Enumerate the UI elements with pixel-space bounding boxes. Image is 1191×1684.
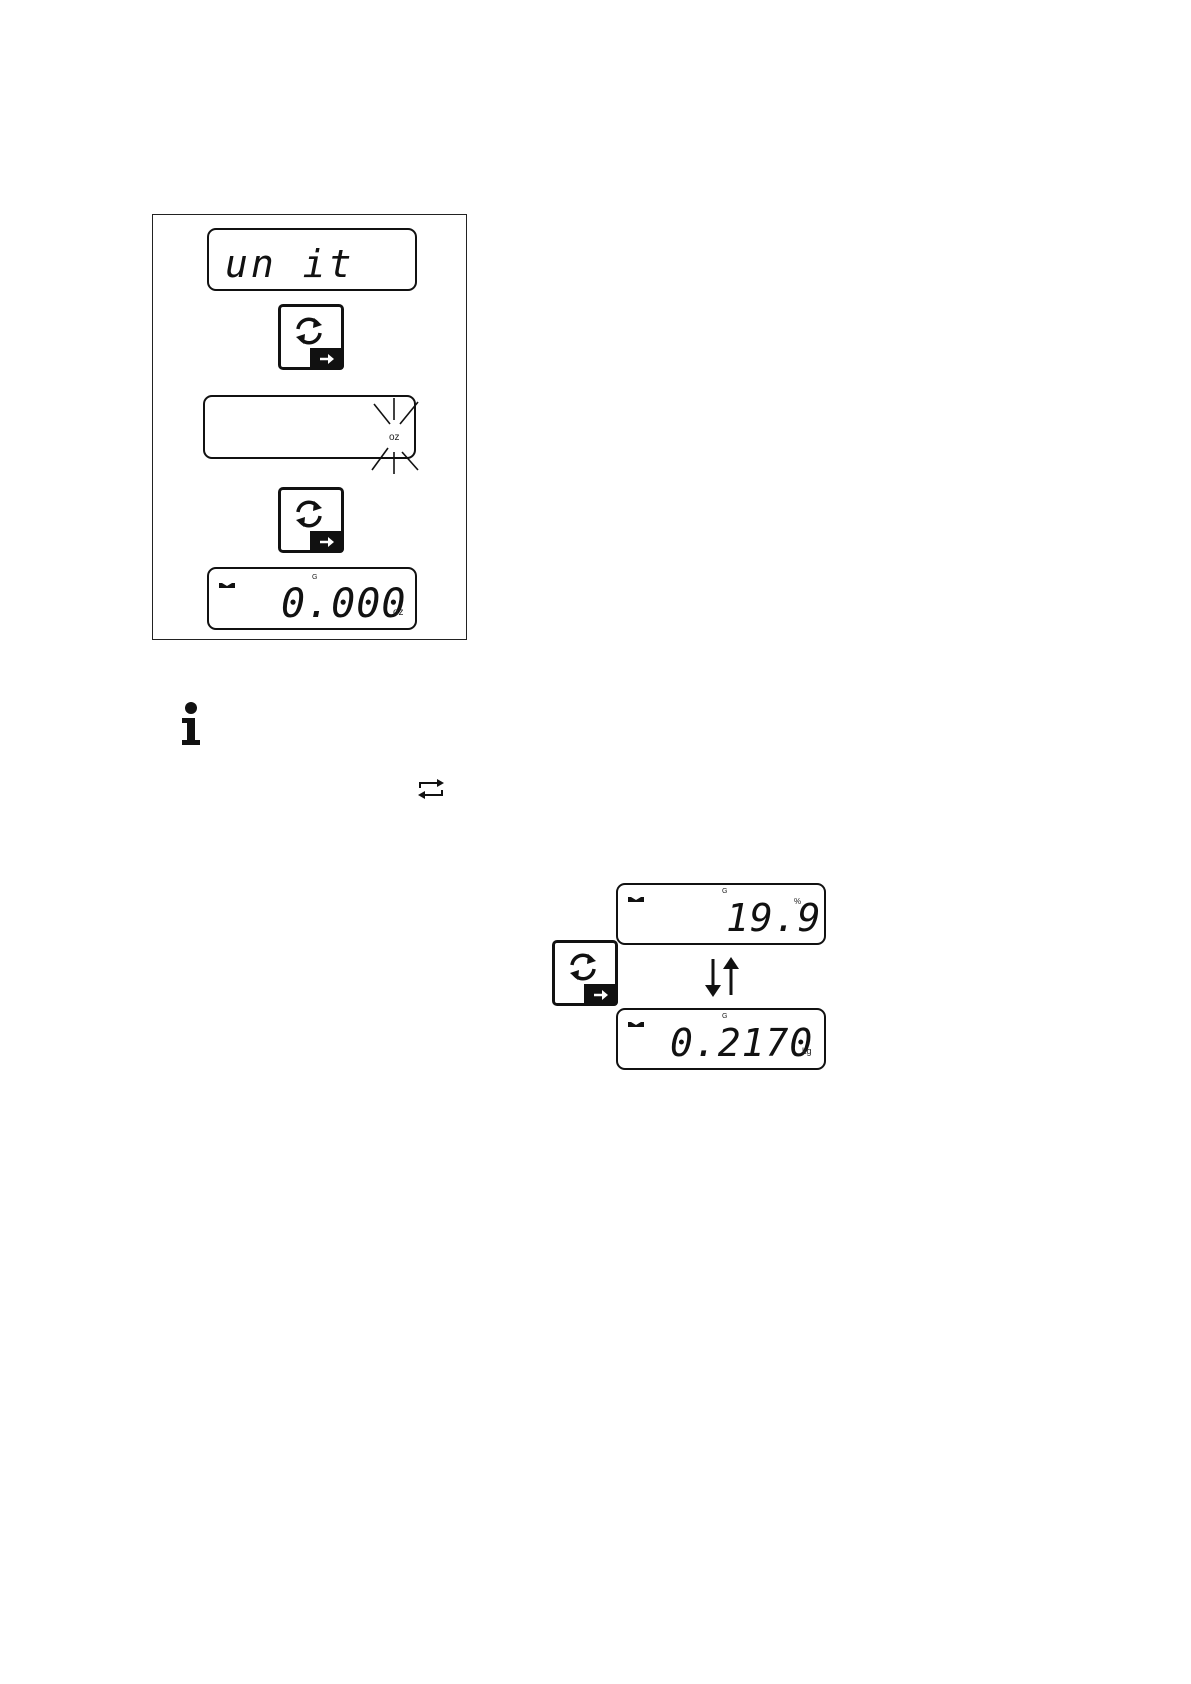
toggle-key[interactable] <box>552 940 618 1006</box>
stability-indicator-icon <box>219 583 235 588</box>
cycle-arrows-icon <box>291 498 327 530</box>
display-top: G 19.9 % <box>616 883 826 945</box>
toggle-arrows-icon <box>416 778 446 800</box>
gross-marker: G <box>722 888 727 895</box>
unit-toggle-key[interactable] <box>278 304 344 370</box>
cycle-arrows-icon <box>291 315 327 347</box>
stability-indicator-icon <box>628 1022 644 1027</box>
cycle-arrows-icon <box>565 951 601 983</box>
display-bottom-value: 0.2170 <box>670 1021 813 1065</box>
right-arrow-icon <box>319 536 335 548</box>
gross-marker: G <box>722 1013 727 1020</box>
right-arrow-icon <box>319 353 335 365</box>
display-result: G 0.000 oz <box>207 567 417 630</box>
stability-indicator-icon <box>628 897 644 902</box>
display-unit-text: un it <box>225 242 354 286</box>
display-bottom-unit: kg <box>802 1046 812 1056</box>
display-top-unit: % <box>794 897 801 906</box>
display-bottom: G 0.2170 kg <box>616 1008 826 1070</box>
display-top-value: 19.9 <box>726 896 822 940</box>
key-tab <box>310 531 344 553</box>
display-result-unit: oz <box>393 607 404 618</box>
right-arrow-icon <box>593 989 609 1001</box>
key-tab <box>310 348 344 370</box>
gross-marker: G <box>312 574 317 581</box>
display-unit-select-label: oz <box>389 432 400 443</box>
display-result-value: 0.000 <box>281 581 406 627</box>
key-tab <box>584 984 618 1006</box>
display-unit: un it <box>207 228 417 291</box>
up-down-arrows-icon <box>700 955 744 999</box>
unit-confirm-key[interactable] <box>278 487 344 553</box>
info-icon <box>176 702 206 746</box>
